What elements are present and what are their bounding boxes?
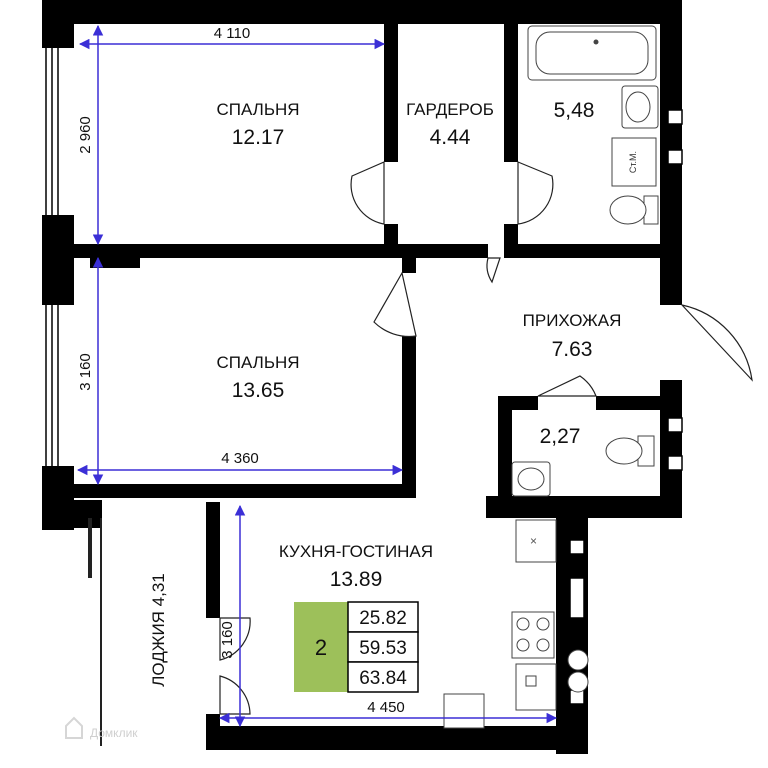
doors [219, 161, 753, 715]
washer-icon [611, 137, 657, 187]
watermark-text: Домклик [90, 726, 138, 740]
total-with-loggia-value: 63.84 [359, 668, 407, 689]
room-name-loggia: ЛОДЖИЯ 4,31 [149, 573, 168, 687]
room-name-wardrobe: ГАРДЕРОБ [406, 100, 494, 119]
counter-icon [443, 693, 485, 729]
room-area-kitchen: 13.89 [330, 568, 383, 591]
area-summary: 2 25.82 59.53 63.84 [294, 601, 419, 693]
dim-bedroom2-height: 3 160 [77, 353, 94, 391]
rooms-count: 2 [315, 635, 327, 660]
room-area-bathroom: 5,48 [554, 99, 595, 122]
stove-icon [511, 611, 555, 659]
svg-text:×: × [530, 534, 537, 548]
room-area-wc: 2,27 [540, 425, 581, 448]
dim-bedroom1-width: 4 110 [214, 25, 250, 42]
room-name-hallway: ПРИХОЖАЯ [523, 311, 622, 330]
rooms-count-badge [294, 602, 348, 692]
dimension-lines [76, 24, 558, 728]
dim-bedroom2-width: 4 360 [221, 450, 259, 467]
walls [42, 0, 682, 754]
room-name-bedroom1: СПАЛЬНЯ [216, 100, 299, 119]
living-area-value: 25.82 [359, 608, 407, 629]
watermark: Домклик [65, 716, 138, 740]
dim-kitchen-width: 4 450 [367, 699, 405, 716]
room-name-bedroom2: СПАЛЬНЯ [216, 353, 299, 372]
washer-label: Ст.М. [628, 151, 638, 173]
room-area-hallway: 7.63 [552, 338, 593, 361]
room-name-kitchen: КУХНЯ-ГОСТИНАЯ [279, 542, 433, 561]
windows [45, 48, 683, 705]
dim-kitchen-height: 3 160 [219, 621, 236, 659]
kitchen-sink-icon [515, 519, 557, 563]
room-area-bedroom2: 13.65 [232, 379, 285, 402]
fridge-icon [515, 663, 557, 711]
total-area-value: 59.53 [359, 638, 407, 659]
dim-bedroom1-height: 2 960 [77, 116, 94, 154]
watermark-logo-icon [65, 716, 83, 739]
room-area-wardrobe: 4.44 [430, 126, 471, 149]
fixtures: × [443, 25, 659, 729]
room-area-bedroom1: 12.17 [232, 126, 285, 149]
